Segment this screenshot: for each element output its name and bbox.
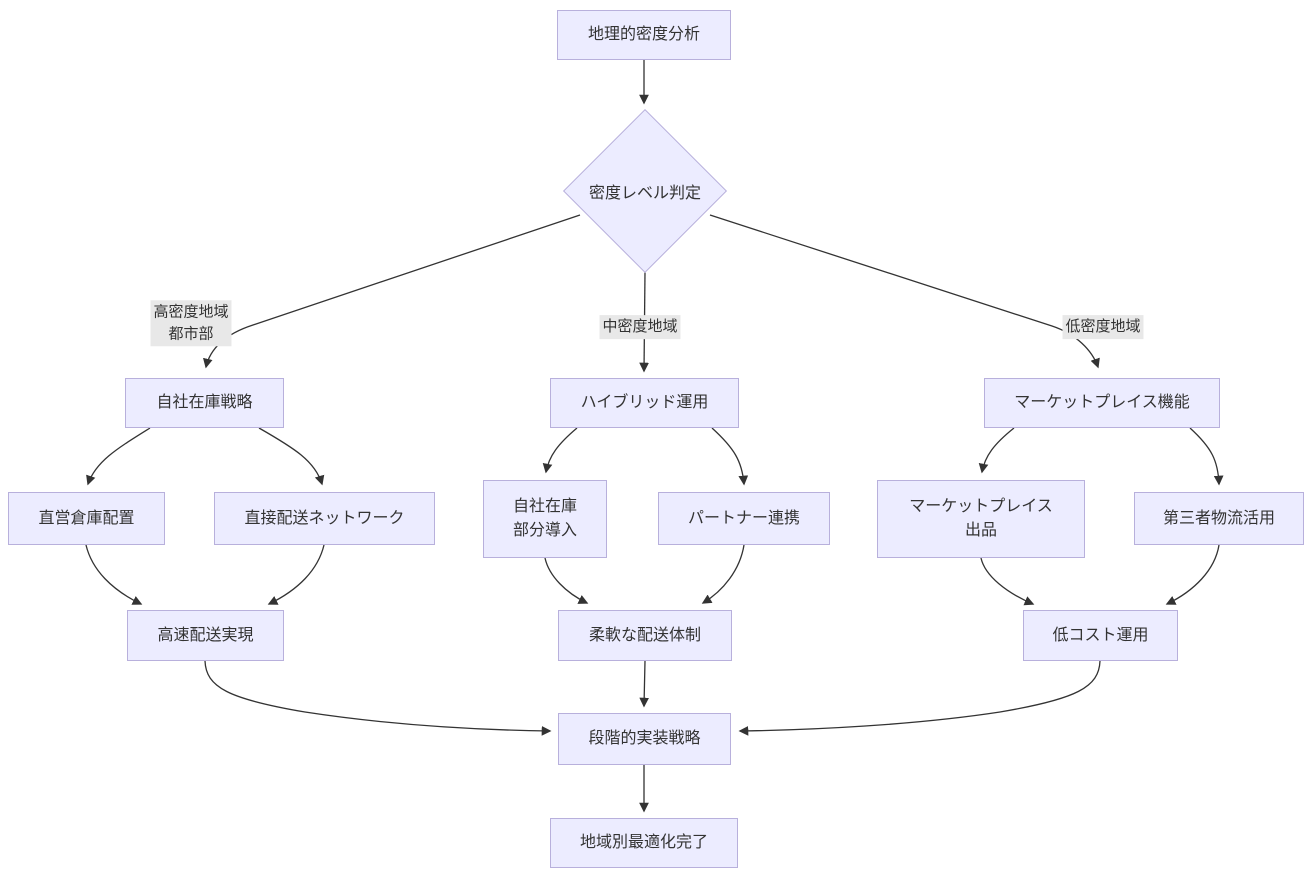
node-label: パートナー連携 (687, 509, 800, 527)
node-label: マーケットプレイス (909, 498, 1053, 515)
node-own-inventory-strategy: 自社在庫戦略 (125, 378, 284, 428)
node-phased-implementation: 段階的実装戦略 (558, 713, 731, 765)
node-label: 出品 (964, 522, 997, 539)
node-flexible-delivery: 柔軟な配送体制 (558, 610, 732, 661)
edge-own-inventory-delivery-network (258, 427, 325, 486)
node-label: 自社在庫 (512, 498, 577, 515)
edge-hybrid-partial (542, 427, 578, 474)
node-analysis: 地理的密度分析 (557, 10, 731, 60)
node-label: 第三者物流活用 (1162, 509, 1275, 527)
edge-fast-phased (204, 660, 552, 736)
node-label: 高速配送実現 (157, 626, 254, 644)
node-fast-delivery: 高速配送実現 (127, 610, 284, 661)
edge-label-mid-density: 中密度地域 (599, 315, 681, 339)
edge-decision-own-inventory (203, 214, 581, 369)
node-marketplace-listing: マーケットプレイス 出品 (877, 480, 1085, 558)
edge-partner-flexible (701, 544, 745, 604)
node-label: ハイブリッド運用 (580, 394, 709, 411)
node-marketplace-function: マーケットプレイス機能 (984, 378, 1220, 428)
node-label: 低コスト運用 (1052, 626, 1149, 644)
node-partial-own-inventory: 自社在庫 部分導入 (483, 480, 607, 558)
edge-decision-marketplace (709, 214, 1100, 369)
node-label: 段階的実装戦略 (588, 730, 701, 747)
node-label: 直接配送ネットワーク (244, 509, 405, 527)
node-label: 柔軟な配送体制 (588, 626, 701, 644)
edge-marketplace-listing (978, 427, 1015, 474)
edge-3pl-lowcost (1165, 544, 1220, 605)
node-label: 部分導入 (512, 522, 577, 539)
edge-partial-flexible (544, 557, 589, 604)
edge-own-inventory-warehouse (86, 427, 151, 486)
node-regional-optimization: 地域別最適化完了 (550, 818, 738, 868)
node-third-party-logistics: 第三者物流活用 (1134, 492, 1304, 545)
node-label: マーケットプレイス機能 (1014, 394, 1190, 411)
edge-flexible-phased (639, 660, 650, 708)
node-label: 地域別最適化完了 (579, 834, 708, 851)
edge-label-low-density: 低密度地域 (1062, 315, 1144, 339)
edge-hybrid-partner (711, 427, 749, 486)
edge-warehouse-fast (85, 544, 143, 605)
node-partner-collaboration: パートナー連携 (658, 492, 830, 545)
node-decision: 密度レベル判定 (562, 108, 728, 274)
node-direct-warehouse: 直営倉庫配置 (8, 492, 165, 545)
edge-lowcost-phased (738, 660, 1101, 736)
node-low-cost-operation: 低コスト運用 (1023, 610, 1178, 661)
node-direct-delivery-network: 直接配送ネットワーク (214, 492, 435, 545)
node-label: 密度レベル判定 (588, 185, 701, 202)
node-label: 地理的密度分析 (587, 26, 700, 43)
edge-delivery-network-fast (267, 544, 325, 605)
edge-listing-lowcost (980, 557, 1035, 606)
node-label: 自社在庫戦略 (156, 394, 253, 411)
node-hybrid-operation: ハイブリッド運用 (550, 378, 739, 428)
edge-label-high-density: 高密度地域 都市部 (150, 300, 232, 346)
node-label: 直営倉庫配置 (38, 509, 135, 527)
edge-marketplace-3pl (1189, 427, 1224, 486)
